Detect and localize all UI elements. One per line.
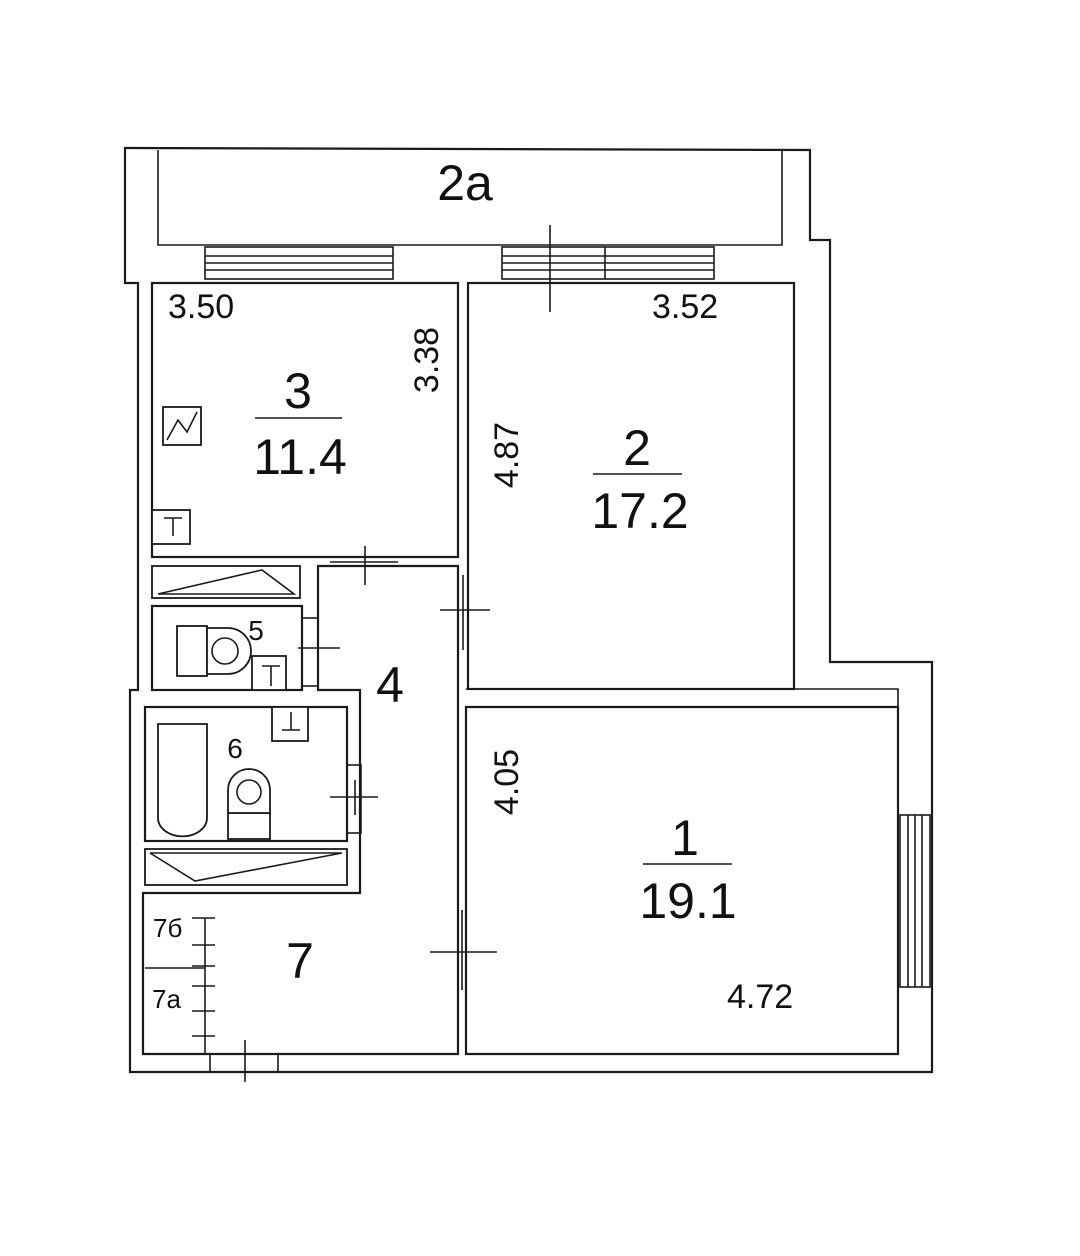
dim-room2-length: 4.87 — [488, 422, 526, 488]
closet-2 — [144, 848, 348, 886]
socket-icon — [251, 655, 287, 691]
dim-room3-length: 3.38 — [408, 327, 446, 393]
room-1 — [464, 688, 900, 1056]
balcony-2a — [123, 146, 934, 1074]
room-number-7b: 7б — [153, 913, 182, 943]
room-area-1: 19.1 — [639, 873, 736, 929]
room-area-3: 11.4 — [253, 429, 347, 485]
window-room2 — [501, 246, 715, 280]
room-number-6: 6 — [227, 733, 243, 764]
room-number-4: 4 — [376, 657, 404, 713]
bathtub-icon — [157, 723, 208, 838]
door-room1 — [430, 910, 497, 990]
room-area-2: 17.2 — [591, 483, 688, 539]
door-room2 — [440, 575, 490, 650]
closet-1 — [151, 565, 301, 599]
dim-room1-width: 4.72 — [727, 978, 793, 1016]
room-number-7: 7 — [286, 933, 314, 989]
socket-icon — [151, 509, 191, 545]
room-number-1: 1 — [671, 810, 699, 866]
room-label-2a: 2а — [437, 155, 493, 211]
dim-room2-width: 3.52 — [652, 288, 718, 326]
radiator-icon — [162, 406, 202, 446]
dim-room3-width: 3.50 — [168, 288, 234, 326]
window-room1 — [899, 814, 931, 988]
socket-icon — [271, 706, 309, 742]
room-number-5: 5 — [248, 615, 264, 646]
hall-4 — [141, 564, 460, 1056]
bathroom-6 — [143, 705, 378, 843]
toilet-icon — [176, 625, 252, 677]
kitchen-7 — [145, 917, 215, 1054]
wc-5 — [150, 604, 340, 692]
window-room3 — [204, 246, 394, 280]
room-number-3: 3 — [284, 363, 312, 419]
dim-room1-length: 4.05 — [488, 749, 526, 815]
toilet-icon — [227, 768, 271, 840]
room-number-7a: 7а — [152, 984, 181, 1014]
entrance-door — [209, 1040, 279, 1082]
room-3 — [150, 281, 460, 559]
room-number-2: 2 — [623, 420, 651, 476]
